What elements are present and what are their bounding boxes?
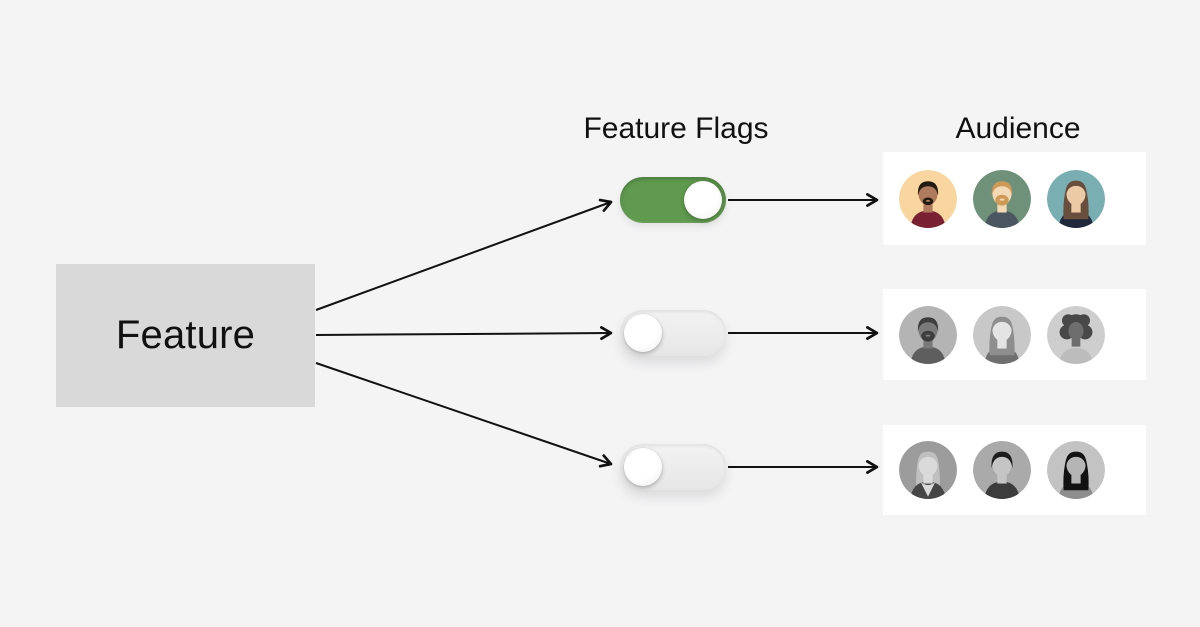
avatar-man-plain-gray [973,441,1031,499]
audience-header: Audience [955,112,1081,145]
avatar-woman-long-dark [1047,441,1105,499]
feature-box-label: Feature [115,313,256,357]
audience-card-1 [883,152,1146,245]
feature-flag-toggle-2[interactable] [620,310,726,356]
feature-flag-toggle-1[interactable] [620,177,726,223]
avatar-woman-vneck-gray [899,441,957,499]
avatar-man-beard-gray [899,305,957,364]
avatar-man-goatee-color [899,169,957,228]
feature-flags-header: Feature Flags [583,112,769,145]
audience-card-2 [883,289,1146,380]
toggle-knob [684,181,722,219]
audience-card-3 [883,425,1146,515]
toggle-knob [624,314,662,352]
arrow-feature-to-flag-2 [315,326,613,341]
arrow-feature-to-flag-3 [315,362,613,468]
avatar-afro-gray [1047,305,1105,364]
avatar-man-beard-color [973,169,1031,228]
avatar-woman-long-color [1047,169,1105,228]
toggle-knob [624,448,662,486]
feature-flag-toggle-3[interactable] [620,444,726,490]
feature-box: Feature [56,264,315,407]
arrow-feature-to-flag-1 [315,198,613,311]
avatar-woman-long-gray [973,305,1031,364]
